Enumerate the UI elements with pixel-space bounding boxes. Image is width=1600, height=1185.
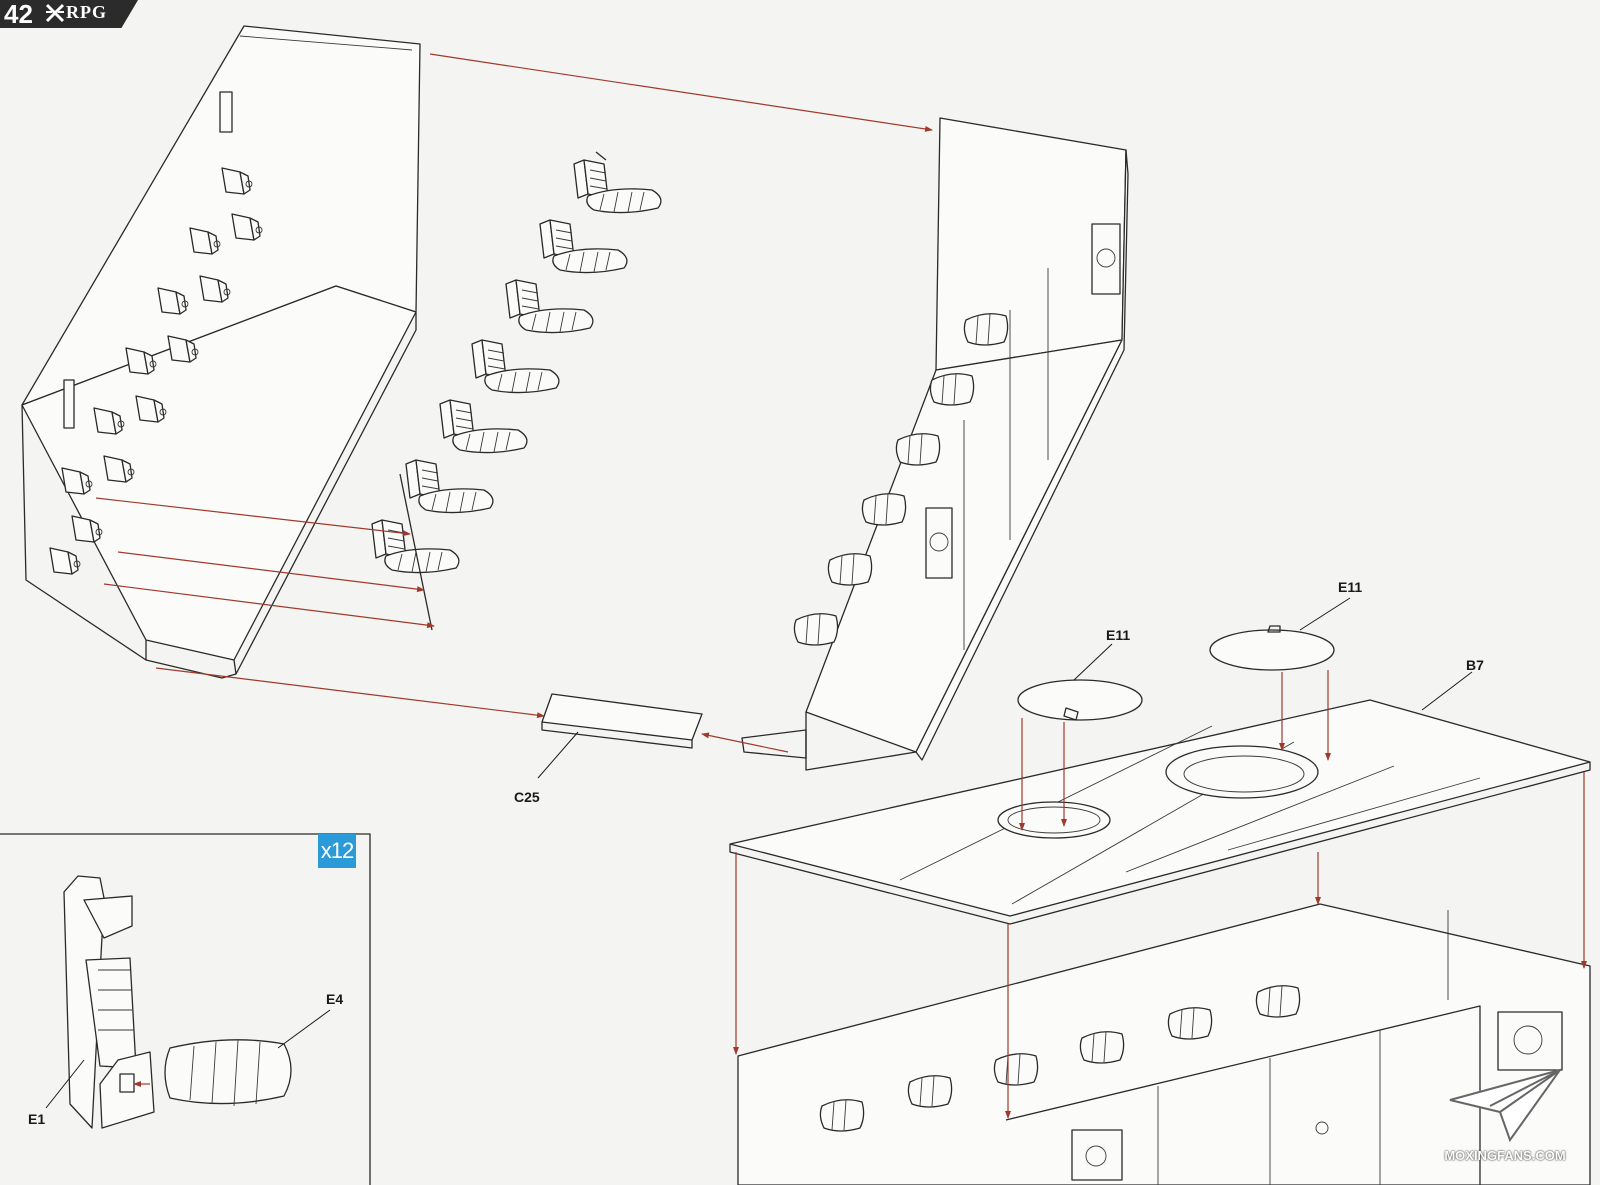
hull-roof-b7: B7 xyxy=(729,657,1591,925)
label-e11-left: E11 xyxy=(1106,627,1130,643)
crossed-swords-icon xyxy=(45,3,65,23)
seat-back-e1: E1 xyxy=(28,875,155,1129)
brand-logo: RPG xyxy=(44,2,124,26)
bench-seat-row xyxy=(371,151,662,631)
label-b7: B7 xyxy=(1466,657,1484,673)
lower-hull-interior xyxy=(737,903,1591,1185)
hatch-e11-left: E11 xyxy=(1017,627,1143,721)
paper-plane-icon xyxy=(1449,1068,1563,1143)
part-c25: C25 xyxy=(514,693,703,805)
left-wall-panel xyxy=(21,25,421,679)
step-badge: 42 RPG xyxy=(0,0,138,28)
watermark-text: MOXINGFANS.COM xyxy=(1444,1148,1566,1163)
assembly-arrows xyxy=(95,53,1587,1119)
brand-name: RPG xyxy=(66,2,107,22)
label-e4: E4 xyxy=(326,991,343,1007)
seat-cushion-e4: E4 xyxy=(164,991,343,1107)
right-wall-panel xyxy=(741,117,1129,771)
quantity-badge: x12 xyxy=(318,834,356,868)
label-c25: C25 xyxy=(514,789,540,805)
label-e1: E1 xyxy=(28,1111,45,1127)
step-number: 42 xyxy=(4,0,33,29)
inset-panel: E1 E4 xyxy=(0,833,371,1185)
label-e11-right: E11 xyxy=(1338,579,1362,595)
hatch-e11-right: E11 xyxy=(1209,579,1362,671)
watermark: MOXINGFANS.COM xyxy=(1440,1060,1570,1170)
